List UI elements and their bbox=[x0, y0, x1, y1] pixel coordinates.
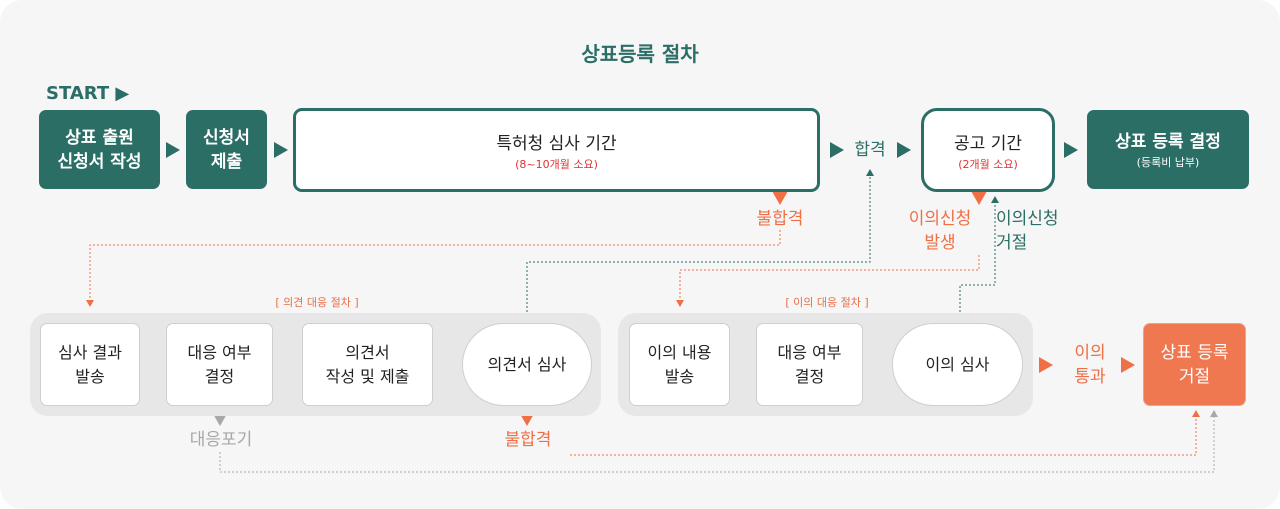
decision-box: 상표 등록 결정 (등록비 납부) bbox=[1087, 110, 1249, 189]
exam-period-box: 특허청 심사 기간 (8~10개월 소요) bbox=[293, 108, 820, 192]
publication-duration: (2개월 소요) bbox=[958, 157, 1018, 171]
path-opposition-review-to-publication bbox=[959, 196, 999, 312]
opposition-pass-label: 이의 통과 bbox=[1074, 343, 1106, 387]
decision-fee: (등록비 납부) bbox=[1136, 155, 1200, 169]
opposition-rejected-label: 이의신청 거절 bbox=[996, 209, 1059, 253]
path-fail-to-rejection bbox=[570, 410, 1200, 456]
opinion-step-write: 의견서 작성 및 제출 bbox=[302, 323, 433, 406]
opposition-step-notice: 이의 내용 발송 bbox=[629, 323, 730, 406]
decision-label: 상표 등록 결정 bbox=[1115, 131, 1221, 152]
exam-period-label: 특허청 심사 기간 bbox=[496, 133, 617, 154]
give-up-label: 대응포기 bbox=[189, 430, 253, 450]
exam-period-duration: (8~10개월 소요) bbox=[515, 157, 598, 171]
opposition-step-decide: 대응 여부 결정 bbox=[756, 323, 863, 406]
submit-box: 신청서 제출 bbox=[186, 110, 267, 189]
publication-box: 공고 기간 (2개월 소요) bbox=[921, 108, 1055, 192]
page-title: 상표등록 절차 bbox=[581, 42, 699, 66]
fail-label-top: 불합격 bbox=[756, 209, 804, 229]
opposition-procedure-caption: [ 이의 대응 절차 ] bbox=[785, 296, 869, 309]
start-label: START ▶ bbox=[46, 83, 130, 104]
opposition-filed-label: 이의신청 발생 bbox=[908, 209, 972, 253]
publication-label: 공고 기간 bbox=[954, 133, 1022, 154]
path-opposition-to-step1 bbox=[676, 255, 980, 307]
opinion-procedure-caption: [ 의견 대응 절차 ] bbox=[275, 296, 359, 309]
fail-label-bottom: 불합격 bbox=[504, 430, 552, 450]
opposition-step-review: 이의 심사 bbox=[892, 323, 1023, 406]
path-fail-to-opinion bbox=[86, 230, 781, 307]
path-giveup-to-rejection bbox=[219, 410, 1218, 473]
application-box: 상표 출원 신청서 작성 bbox=[39, 110, 160, 189]
rejection-box: 상표 등록 거절 bbox=[1143, 323, 1246, 406]
opinion-step-decide: 대응 여부 결정 bbox=[166, 323, 273, 406]
opinion-step-review: 의견서 심사 bbox=[462, 323, 592, 406]
path-review-to-pass bbox=[526, 169, 874, 312]
pass-label: 합격 bbox=[854, 140, 886, 160]
opinion-step-result: 심사 결과 발송 bbox=[40, 323, 140, 406]
